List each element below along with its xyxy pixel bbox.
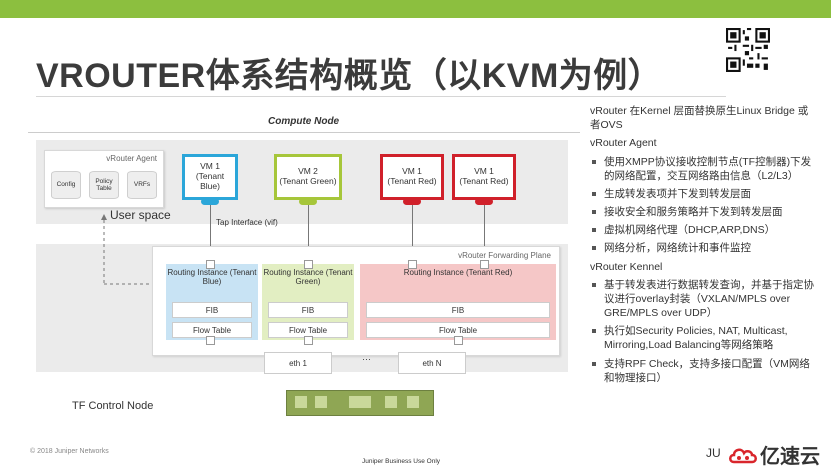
policy-table-database-icon: Policy Table xyxy=(89,171,119,199)
interface-port-icon xyxy=(206,336,215,345)
vm-tenant-red-1: VM 1(Tenant Red) xyxy=(380,154,444,200)
ethN-interface: eth N xyxy=(398,352,466,374)
vm-blue-link xyxy=(210,205,211,265)
forwarding-plane-label: vRouter Forwarding Plane xyxy=(458,251,551,260)
interface-port-icon xyxy=(206,260,215,269)
vm-red-1-link xyxy=(412,205,413,265)
intro-text: vRouter 在Kernel 层面替换原生Linux Bridge 或者OVS xyxy=(590,105,809,132)
agent-bullet: 虚拟机网络代理（DHCP,ARP,DNS） xyxy=(590,223,816,237)
vrouter-architecture-diagram: Compute Node vRouter Agent Config Policy… xyxy=(28,112,580,442)
tap-interface-red-2-icon xyxy=(475,198,493,205)
vm-tenant-red-2: VM 1(Tenant Red) xyxy=(452,154,516,200)
tap-interface-blue-icon xyxy=(201,198,219,205)
slide-title: VROUTER体系结构概览（以KVM为例） xyxy=(36,57,663,95)
tap-interface-green-icon xyxy=(299,198,317,205)
top-accent-bar xyxy=(0,0,831,18)
routing-instance-title: Routing Instance (Tenant Red) xyxy=(403,268,513,277)
usage-notice: Juniper Business Use Only xyxy=(362,458,441,465)
brand-name: 亿速云 xyxy=(760,446,820,468)
tf-control-node-label: TF Control Node xyxy=(72,400,154,412)
eth1-interface: eth 1 xyxy=(264,352,332,374)
vm-red-2-link xyxy=(484,205,485,265)
vm-tenant-green: VM 2(Tenant Green) xyxy=(274,154,342,200)
vrfs-database-icon: VRFs xyxy=(127,171,157,199)
yisuyun-watermark: 亿速云 xyxy=(728,440,820,469)
vm-tenant-blue: VM 1(Tenant Blue) xyxy=(182,154,238,200)
user-space-label: User space xyxy=(110,208,171,222)
juniper-logo-fragment: JU xyxy=(706,446,721,460)
agent-bullet: 生成转发表项并下发到转发层面 xyxy=(590,187,816,201)
routing-instance-title: Routing Instance (Tenant Green) xyxy=(263,268,353,287)
qr-code-icon xyxy=(726,28,770,72)
tap-interface-label: Tap Interface (vif) xyxy=(216,218,278,227)
tap-interface-red-1-icon xyxy=(403,198,421,205)
kernel-bullet: 执行如Security Policies, NAT, Multicast, Mi… xyxy=(590,324,816,352)
interface-port-icon xyxy=(304,260,313,269)
routing-instance-red: Routing Instance (Tenant Red) FIB Flow T… xyxy=(360,264,556,340)
kernel-bullet: 支持RPF Check，支持多接口配置（VM网络和物理接口） xyxy=(590,357,816,385)
physical-switch-icon xyxy=(286,390,434,416)
routing-instance-green: Routing Instance (Tenant Green) FIB Flow… xyxy=(262,264,354,340)
fib-table: FIB xyxy=(268,302,348,318)
fib-table: FIB xyxy=(366,302,550,318)
cloud-logo-icon xyxy=(729,448,757,463)
kernel-heading: vRouter Kennel xyxy=(590,260,663,273)
title-divider xyxy=(36,96,726,97)
compute-node-divider xyxy=(28,132,580,133)
agent-bullet: 接收安全和服务策略并下发到转发层面 xyxy=(590,205,816,219)
fib-table: FIB xyxy=(172,302,252,318)
interface-port-icon xyxy=(454,336,463,345)
kernel-bullet: 基于转发表进行数据转发查询，并基于指定协议进行overlay封装（VXLAN/M… xyxy=(590,278,816,321)
interface-port-icon xyxy=(480,260,489,269)
agent-bullet: 使用XMPP协议接收控制节点(TF控制器)下发的网络配置，交互网络路由信息（L2… xyxy=(590,155,816,183)
description-panel: vRouter 在Kernel 层面替换原生Linux Bridge 或者OVS… xyxy=(590,104,816,389)
vrouter-agent-label: vRouter Agent xyxy=(106,154,157,163)
vrouter-agent-box: vRouter Agent Config Policy Table VRFs xyxy=(44,150,164,208)
interface-port-icon xyxy=(304,336,313,345)
routing-instance-blue: Routing Instance (Tenant Blue) FIB Flow … xyxy=(166,264,258,340)
interface-ellipsis: ··· xyxy=(362,354,371,364)
agent-heading: vRouter Agent xyxy=(590,137,657,150)
compute-node-label: Compute Node xyxy=(268,116,340,127)
config-database-icon: Config xyxy=(51,171,81,199)
interface-port-icon xyxy=(408,260,417,269)
copyright-text: © 2018 Juniper Networks xyxy=(30,448,109,455)
vm-green-link xyxy=(308,205,309,265)
agent-bullet: 网络分析，网络统计和事件监控 xyxy=(590,241,816,255)
routing-instance-title: Routing Instance (Tenant Blue) xyxy=(167,268,257,287)
